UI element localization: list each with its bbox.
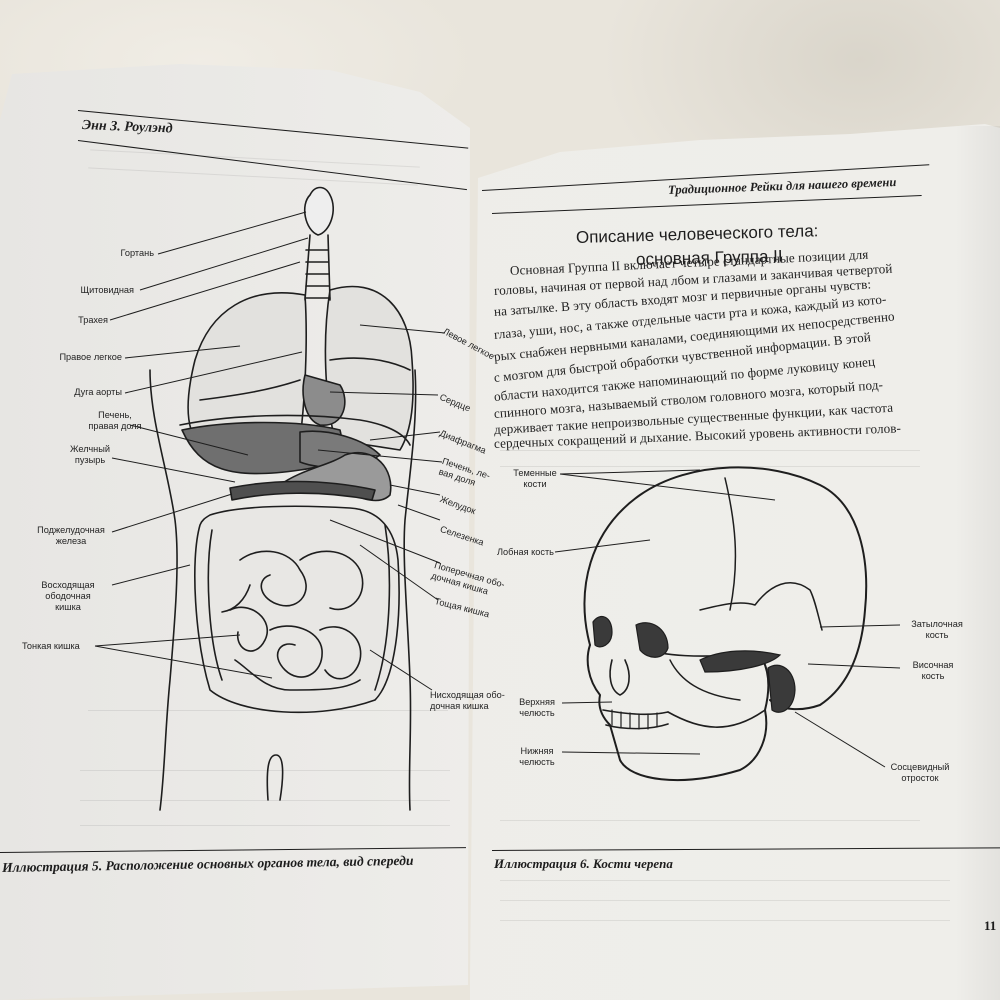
label-maxilla: Верхняя челюсть	[512, 697, 562, 719]
label-ascending-colon-line2: ободочная	[45, 591, 91, 601]
label-temporal-line2: кость	[921, 671, 945, 681]
label-parietal-line2: кости	[523, 479, 547, 489]
label-ascending-colon-line3: кишка	[55, 602, 81, 612]
label-occipital-bone: Затылочная кость	[902, 619, 972, 641]
right-caption: Иллюстрация 6. Кости черепа	[494, 856, 673, 871]
label-ascending-colon-line1: Восходящая	[41, 580, 95, 590]
label-gallbladder-line2: пузырь	[74, 455, 106, 465]
label-parietal-line1: Теменные	[513, 468, 557, 478]
label-mastoid-process: Сосцевидный отросток	[880, 762, 960, 784]
label-aortic-arch: Дуга аорты	[74, 387, 122, 397]
label-parietal-bones: Теменные кости	[506, 468, 564, 490]
label-pancreas-line1: Поджелудочная	[37, 525, 105, 535]
label-descending-colon: Нисходящая обо- дочная кишка	[430, 690, 505, 712]
label-occipital-line1: Затылочная	[911, 619, 963, 629]
page-edge-shadow	[955, 126, 1000, 1000]
label-liver-right-line1: Печень,	[98, 410, 132, 420]
label-mandible: Нижняя челюсть	[512, 746, 562, 768]
label-right-lung: Правое легкое	[59, 352, 122, 362]
label-gallbladder: Желчный пузырь	[60, 444, 120, 466]
label-ascending-colon: Восходящая ободочная кишка	[32, 580, 104, 613]
label-descending-colon-line2: дочная кишка	[430, 701, 489, 711]
label-liver-right: Печень, правая доля	[80, 410, 150, 432]
label-maxilla-line2: челюсть	[519, 708, 555, 718]
label-larynx: Гортань	[120, 248, 154, 258]
label-temporal-line1: Височная	[912, 660, 954, 670]
page-number: 11	[984, 918, 997, 933]
label-occipital-line2: кость	[925, 630, 949, 640]
label-maxilla-line1: Верхняя	[519, 697, 555, 707]
label-pancreas-line2: железа	[55, 536, 87, 546]
label-mastoid-line2: отросток	[901, 773, 939, 783]
label-mastoid-line1: Сосцевидный	[890, 762, 950, 772]
label-mandible-line1: Нижняя	[520, 746, 554, 756]
label-mandible-line2: челюсть	[519, 757, 555, 767]
label-gallbladder-line1: Желчный	[70, 444, 110, 454]
label-liver-right-line2: правая доля	[88, 421, 142, 431]
label-descending-colon-line1: Нисходящая обо-	[430, 690, 505, 700]
label-frontal-bone: Лобная кость	[497, 547, 554, 557]
label-thyroid: Щитовидная	[80, 285, 135, 295]
label-small-intestine: Тонкая кишка	[22, 641, 80, 651]
label-pancreas: Поджелудочная железа	[28, 525, 114, 547]
label-trachea: Трахея	[78, 315, 108, 325]
label-temporal-bone: Височная кость	[902, 660, 964, 682]
